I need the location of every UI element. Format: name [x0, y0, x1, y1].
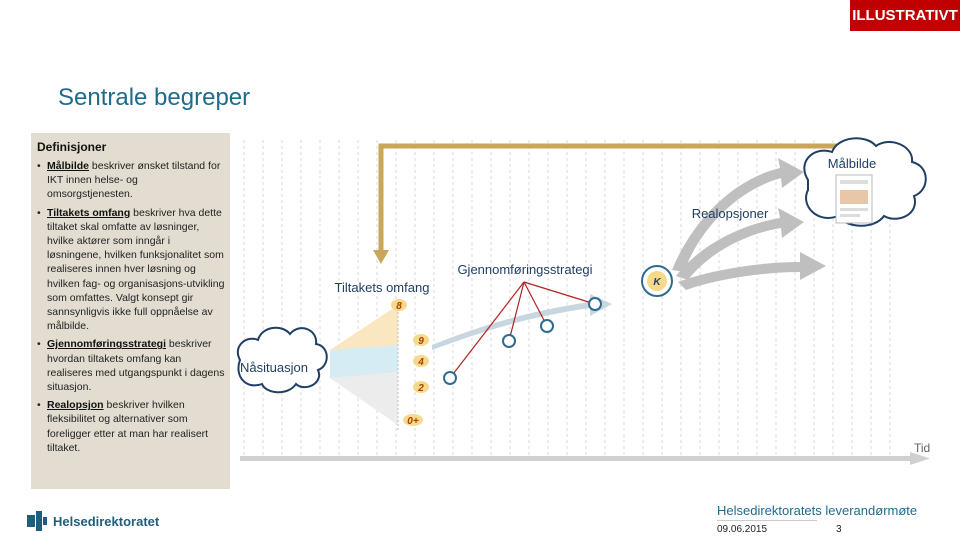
definition-text: beskriver hvilken fleksibilitet og alter…: [47, 399, 209, 454]
definition-item: Realopsjon beskriver hvilken fleksibilit…: [37, 398, 225, 455]
strategy-label: Gjennomføringsstrategi: [457, 262, 592, 277]
timeline-axis: [240, 456, 910, 461]
malbilde-cloud: Målbilde: [803, 137, 927, 227]
page-number: 3: [836, 524, 842, 535]
svg-text:9: 9: [418, 336, 424, 347]
k-node: K: [641, 265, 673, 297]
footer-logo: Helsedirektoratet: [27, 511, 159, 531]
definition-item: Tiltakets omfang beskriver hva dette til…: [37, 206, 225, 334]
page-title: Sentrale begreper: [58, 84, 251, 111]
time-grid: [243, 140, 891, 455]
document-thumbnail-icon: [835, 174, 873, 224]
nasituasjon-cloud: Nåsituasjon: [237, 326, 328, 394]
malbilde-label: Målbilde: [828, 156, 876, 171]
tiltakets-omfang-label: Tiltakets omfang: [335, 280, 430, 295]
footer-date: 09.06.2015: [717, 524, 768, 535]
definition-item: Målbilde beskriver ønsket tilstand for I…: [37, 159, 225, 202]
svg-text:4: 4: [417, 357, 424, 368]
scope-markers: 8 9 4 2 0+: [391, 299, 429, 427]
svg-text:0+: 0+: [407, 416, 419, 427]
scope-marker-2: 2: [413, 381, 429, 394]
definition-term: Målbilde: [47, 160, 90, 172]
helsedirektoratet-logo-icon: [27, 511, 47, 531]
scope-marker-4: 4: [413, 355, 429, 368]
definition-text: beskriver ønsket tilstand for IKT innen …: [47, 160, 221, 201]
definition-text: beskriver hvordan tiltakets omfang kan r…: [47, 338, 225, 394]
time-label: Tid: [914, 441, 930, 455]
footer-divider: [717, 520, 817, 521]
strategy-arrow: [432, 294, 612, 350]
footer-title: Helsedirektoratets leverandørmøte: [717, 503, 918, 518]
scope-fan: [330, 300, 399, 430]
badge-underline: [850, 30, 960, 31]
definition-term: Realopsjon: [47, 399, 104, 412]
svg-text:K: K: [653, 277, 661, 288]
svg-text:2: 2: [417, 383, 424, 394]
nasituasjon-label: Nåsituasjon: [240, 360, 308, 375]
definition-item: Gjennomføringsstrategi beskriver hvordan…: [37, 337, 225, 394]
scope-marker-0plus: 0+: [403, 414, 423, 427]
definition-text: beskriver hva dette tiltaket skal omfatt…: [47, 206, 225, 333]
svg-text:8: 8: [396, 301, 402, 312]
strategy-lines: [449, 281, 596, 379]
strategy-nodes: [443, 297, 602, 385]
definitions-panel: Definisjoner Målbilde beskriver ønsket t…: [31, 133, 230, 489]
scope-marker-9: 9: [413, 334, 429, 347]
definition-term: Tiltakets omfang: [47, 206, 131, 219]
realopsjoner-label: Realopsjoner: [692, 206, 769, 221]
definitions-list: Målbilde beskriver ønsket tilstand for I…: [37, 159, 225, 459]
definitions-heading: Definisjoner: [37, 140, 107, 154]
scope-marker-8: 8: [391, 299, 407, 312]
org-name: Helsedirektoratet: [53, 513, 160, 529]
realopsjon-arrows: [672, 158, 826, 290]
gold-feedback-arrow: [378, 143, 848, 252]
timeline-arrowhead: [910, 452, 930, 465]
definition-term: Gjennomføringsstrategi: [47, 338, 167, 351]
gold-arrowhead: [373, 250, 389, 264]
illustrativt-badge: ILLUSTRATIVT: [850, 0, 960, 30]
